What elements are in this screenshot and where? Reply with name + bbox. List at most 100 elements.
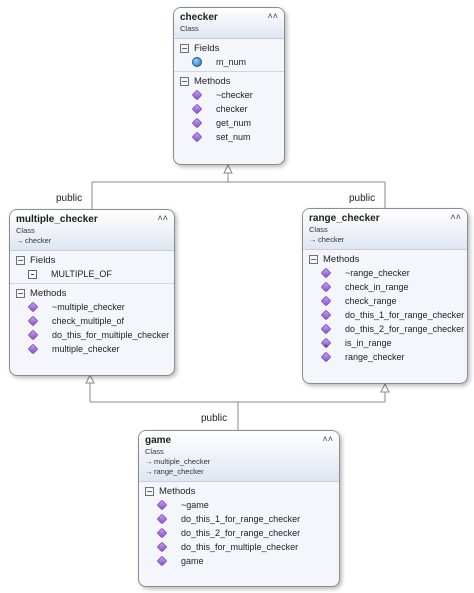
chevron-up-icon[interactable]: ˄˄ bbox=[322, 434, 333, 444]
fields-header[interactable]: −Fields bbox=[174, 41, 284, 55]
base-class: →multiple_checker bbox=[145, 457, 333, 467]
member-label: ~range_checker bbox=[345, 268, 410, 278]
method-icon bbox=[320, 309, 332, 321]
member-label: check_range bbox=[345, 296, 397, 306]
method-item[interactable]: do_this_2_for_range_checker bbox=[139, 526, 339, 540]
class-stereotype: Class bbox=[309, 225, 328, 234]
method-item[interactable]: do_this_1_for_range_checker bbox=[303, 308, 467, 322]
method-icon bbox=[27, 315, 39, 327]
fields-header[interactable]: −Fields bbox=[10, 253, 174, 267]
collapse-toggle-icon[interactable]: − bbox=[16, 255, 25, 265]
class-stereotype: Class bbox=[145, 447, 164, 456]
base-class: →checker bbox=[16, 236, 168, 246]
method-item[interactable]: get_num bbox=[174, 116, 284, 130]
method-icon bbox=[191, 131, 203, 143]
methods-header[interactable]: −Methods bbox=[303, 252, 467, 266]
class-stereotype: Class bbox=[180, 24, 199, 33]
methods-header[interactable]: −Methods bbox=[174, 74, 284, 88]
method-icon bbox=[320, 351, 332, 363]
member-label: check_multiple_of bbox=[52, 316, 125, 326]
method-item[interactable]: set_num bbox=[174, 130, 284, 144]
method-icon bbox=[156, 555, 168, 567]
member-label: do_this_for_multiple_checker bbox=[52, 330, 170, 340]
method-item[interactable]: ~range_checker bbox=[303, 266, 467, 280]
member-label: check_in_range bbox=[345, 282, 409, 292]
field-item[interactable]: m_num bbox=[174, 55, 284, 69]
section-label: Methods bbox=[194, 75, 231, 87]
member-label: is_in_range bbox=[345, 338, 392, 348]
class-name: range_checker bbox=[309, 213, 380, 224]
collapse-toggle-icon[interactable]: − bbox=[309, 254, 318, 264]
member-label: do_this_for_multiple_checker bbox=[181, 542, 299, 552]
chevron-up-icon[interactable]: ˄˄ bbox=[267, 11, 278, 21]
class-header[interactable]: checker Class ˄˄ bbox=[174, 8, 284, 39]
method-icon bbox=[156, 499, 168, 511]
class-header[interactable]: game Class →multiple_checker →range_chec… bbox=[139, 431, 339, 482]
method-item[interactable]: do_this_for_multiple_checker bbox=[139, 540, 339, 554]
member-label: m_num bbox=[216, 57, 247, 67]
method-item[interactable]: check_in_range bbox=[303, 280, 467, 294]
class-checker[interactable]: checker Class ˄˄ −Fields m_num −Methods … bbox=[173, 7, 285, 165]
class-range-checker[interactable]: range_checker Class →checker ˄˄ −Methods… bbox=[302, 208, 468, 384]
section-label: Methods bbox=[30, 287, 67, 299]
collapse-toggle-icon[interactable]: − bbox=[145, 486, 154, 496]
member-label: do_this_2_for_range_checker bbox=[345, 324, 465, 334]
method-item[interactable]: multiple_checker bbox=[10, 342, 174, 356]
method-icon bbox=[27, 343, 39, 355]
class-game[interactable]: game Class →multiple_checker →range_chec… bbox=[138, 430, 340, 587]
method-item[interactable]: ~game bbox=[139, 498, 339, 512]
base-class-label: multiple_checker bbox=[154, 457, 211, 466]
method-icon bbox=[156, 513, 168, 525]
method-item[interactable]: ~checker bbox=[174, 88, 284, 102]
method-item[interactable]: is_in_range bbox=[303, 336, 467, 350]
section-label: Fields bbox=[194, 42, 220, 54]
base-class-label: checker bbox=[25, 236, 52, 245]
class-header[interactable]: range_checker Class →checker ˄˄ bbox=[303, 209, 467, 250]
member-label: set_num bbox=[216, 132, 251, 142]
member-label: do_this_2_for_range_checker bbox=[181, 528, 301, 538]
collapse-toggle-icon[interactable]: − bbox=[180, 43, 189, 53]
methods-header[interactable]: −Methods bbox=[10, 286, 174, 300]
method-item[interactable]: do_this_for_multiple_checker bbox=[10, 328, 174, 342]
method-item[interactable]: game bbox=[139, 554, 339, 568]
method-item[interactable]: do_this_1_for_range_checker bbox=[139, 512, 339, 526]
methods-section: −Methods ~range_checker check_in_range c… bbox=[303, 250, 467, 366]
edge-label-multiple-checker: public bbox=[56, 193, 83, 204]
collapse-toggle-icon[interactable]: − bbox=[16, 288, 25, 298]
methods-header[interactable]: −Methods bbox=[139, 484, 339, 498]
method-icon bbox=[320, 323, 332, 335]
class-multiple-checker[interactable]: multiple_checker Class →checker ˄˄ −Fiel… bbox=[9, 209, 175, 376]
class-name: multiple_checker bbox=[16, 214, 98, 225]
arrow-right-icon: → bbox=[145, 467, 153, 476]
member-label: get_num bbox=[216, 118, 252, 128]
methods-section: −Methods ~multiple_checker check_multipl… bbox=[10, 283, 174, 358]
class-header[interactable]: multiple_checker Class →checker ˄˄ bbox=[10, 210, 174, 251]
method-icon bbox=[156, 541, 168, 553]
method-icon bbox=[191, 103, 203, 115]
method-item[interactable]: range_checker bbox=[303, 350, 467, 364]
chevron-up-icon[interactable]: ˄˄ bbox=[157, 213, 168, 223]
chevron-up-icon[interactable]: ˄˄ bbox=[450, 212, 461, 222]
method-item[interactable]: do_this_2_for_range_checker bbox=[303, 322, 467, 336]
class-stereotype: Class bbox=[16, 226, 35, 235]
class-name: checker bbox=[180, 12, 218, 23]
method-item[interactable]: check_range bbox=[303, 294, 467, 308]
class-name: game bbox=[145, 435, 172, 446]
method-item[interactable]: check_multiple_of bbox=[10, 314, 174, 328]
base-class: →range_checker bbox=[145, 467, 333, 477]
member-label: range_checker bbox=[345, 352, 405, 362]
section-label: Methods bbox=[323, 253, 360, 265]
field-item[interactable]: MULTIPLE_OF bbox=[10, 267, 174, 281]
fields-section: −Fields MULTIPLE_OF bbox=[10, 251, 174, 283]
edge-label-game: public bbox=[201, 413, 228, 424]
collapse-toggle-icon[interactable]: − bbox=[180, 76, 189, 86]
field-icon bbox=[192, 57, 202, 67]
method-icon bbox=[27, 301, 39, 313]
method-icon bbox=[191, 89, 203, 101]
method-icon bbox=[320, 337, 332, 349]
fields-section: −Fields m_num bbox=[174, 39, 284, 71]
lock-icon bbox=[324, 344, 329, 348]
method-item[interactable]: checker bbox=[174, 102, 284, 116]
method-item[interactable]: ~multiple_checker bbox=[10, 300, 174, 314]
